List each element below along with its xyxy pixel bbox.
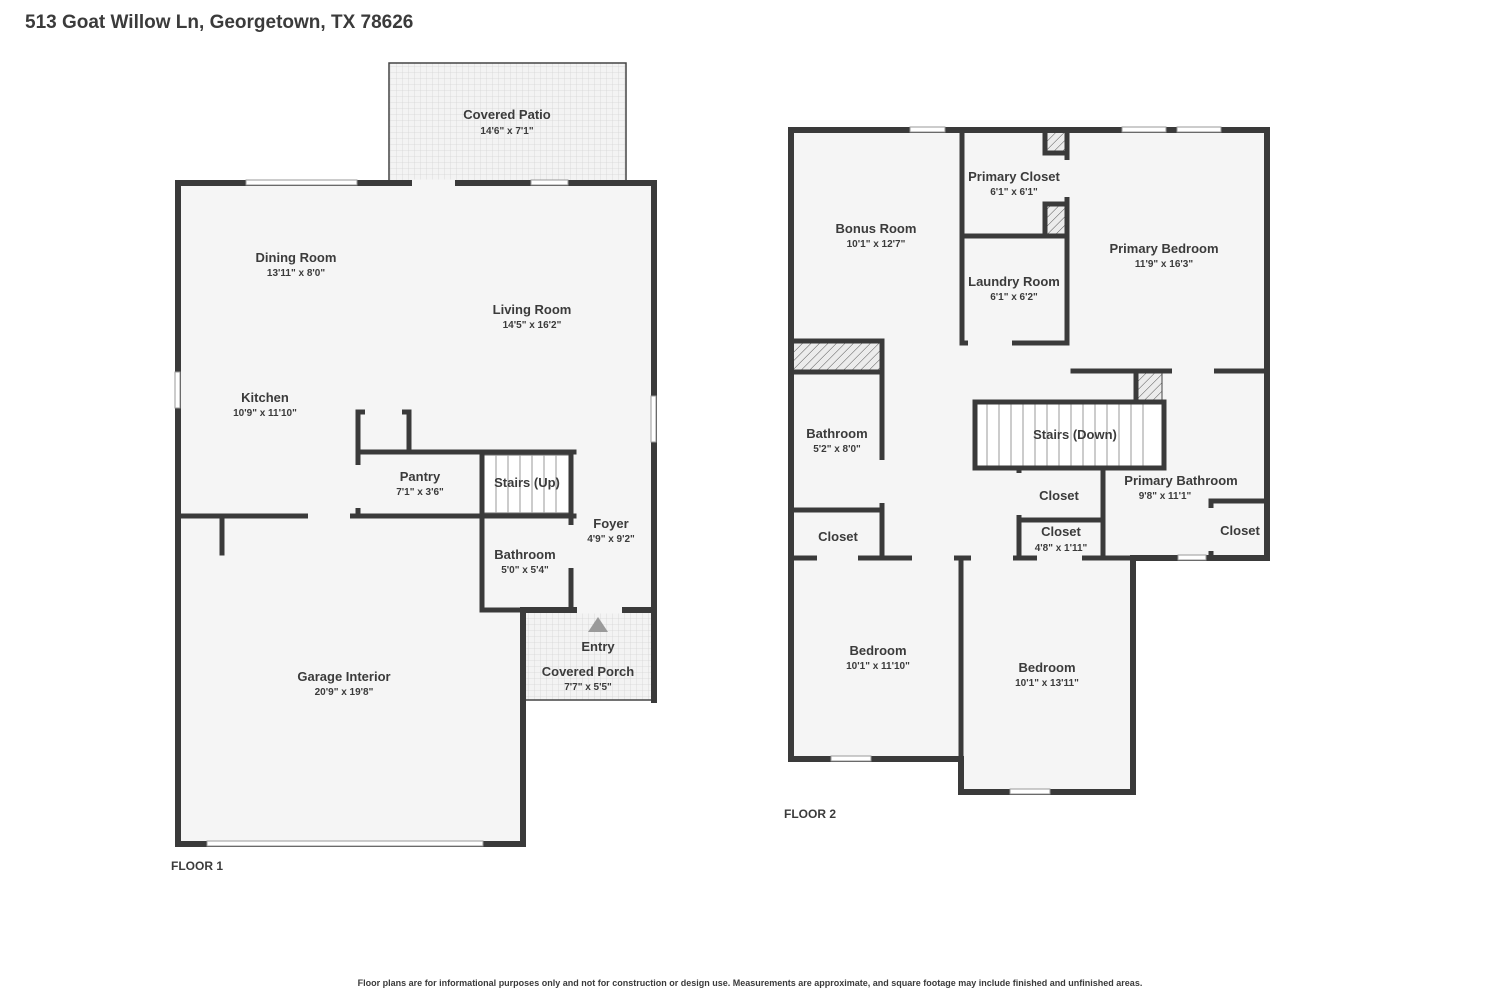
room-dim-bonus-room: 10'1" x 12'7" <box>847 239 906 250</box>
floor-2-label: FLOOR 2 <box>784 807 836 821</box>
room-name-bathroom-f2: Bathroom <box>806 426 867 441</box>
entry-arrow-icon <box>588 617 608 632</box>
property-address: 513 Goat Willow Ln, Georgetown, TX 78626 <box>25 12 414 33</box>
room-dim-bathroom-f2: 5'2" x 8'0" <box>813 444 861 455</box>
room-name-living-room: Living Room <box>493 302 572 317</box>
room-name-stairs-up: Stairs (Up) <box>494 475 560 490</box>
chase-hatch-4 <box>1137 371 1163 401</box>
covered-patio-area <box>388 62 627 183</box>
room-name-bedroom-2: Bedroom <box>1018 660 1075 675</box>
room-dim-covered-porch: 7'7" x 5'5" <box>564 682 612 693</box>
room-name-laundry-room: Laundry Room <box>968 274 1060 289</box>
room-name-garage: Garage Interior <box>297 669 390 684</box>
room-name-covered-patio: Covered Patio <box>463 107 550 122</box>
room-name-primary-bathroom: Primary Bathroom <box>1124 473 1237 488</box>
stairs-up-steps <box>483 454 570 514</box>
room-dim-pantry: 7'1" x 3'6" <box>396 487 444 498</box>
room-dim-living-room: 14'5" x 16'2" <box>503 320 562 331</box>
room-name-bathroom-f1: Bathroom <box>494 547 555 562</box>
room-name-bedroom-1: Bedroom <box>849 643 906 658</box>
chase-hatch-3 <box>1046 203 1066 235</box>
room-name-entry: Entry <box>581 639 615 654</box>
room-dim-laundry-room: 6'1" x 6'2" <box>990 292 1038 303</box>
room-name-closet-left: Closet <box>818 529 858 544</box>
room-name-bonus-room: Bonus Room <box>836 221 917 236</box>
room-dim-dining-room: 13'11" x 8'0" <box>267 268 325 279</box>
room-dim-primary-bedroom: 11'9" x 16'3" <box>1135 259 1193 270</box>
floor-1-plan: Covered Patio 14'6" x 7'1" Dining Room 1… <box>171 62 657 873</box>
stairs-down-steps <box>974 401 1163 469</box>
chase-hatch-2 <box>1046 130 1066 154</box>
room-dim-kitchen: 10'9" x 11'10" <box>233 408 297 419</box>
room-dim-garage: 20'9" x 19'8" <box>315 687 374 698</box>
room-dim-bedroom-2: 10'1" x 13'11" <box>1015 678 1079 689</box>
room-name-primary-closet: Primary Closet <box>968 169 1060 184</box>
room-dim-closet-small: 4'8" x 1'11" <box>1035 543 1088 554</box>
floor-1-label: FLOOR 1 <box>171 859 223 873</box>
room-name-closet-small: Closet <box>1041 524 1081 539</box>
room-dim-covered-patio: 14'6" x 7'1" <box>480 126 533 137</box>
room-dim-primary-closet: 6'1" x 6'1" <box>990 187 1038 198</box>
room-name-closet-hall: Closet <box>1039 488 1079 503</box>
room-dim-bathroom-f1: 5'0" x 5'4" <box>501 565 549 576</box>
room-name-foyer: Foyer <box>593 516 628 531</box>
room-name-pantry: Pantry <box>400 469 441 484</box>
room-name-closet-primary-bath: Closet <box>1220 523 1260 538</box>
room-dim-primary-bathroom: 9'8" x 11'1" <box>1139 491 1192 502</box>
chase-hatch-1 <box>792 342 881 372</box>
room-name-dining-room: Dining Room <box>256 250 337 265</box>
disclaimer-text: Floor plans are for informational purpos… <box>357 978 1143 988</box>
room-name-covered-porch: Covered Porch <box>542 664 635 679</box>
room-dim-foyer: 4'9" x 9'2" <box>587 534 635 545</box>
room-dim-bedroom-1: 10'1" x 11'10" <box>846 661 910 672</box>
room-name-kitchen: Kitchen <box>241 390 289 405</box>
room-name-stairs-down: Stairs (Down) <box>1033 427 1117 442</box>
room-name-primary-bedroom: Primary Bedroom <box>1109 241 1218 256</box>
floor-2-plan: Bonus Room 10'1" x 12'7" Primary Closet … <box>784 126 1270 821</box>
